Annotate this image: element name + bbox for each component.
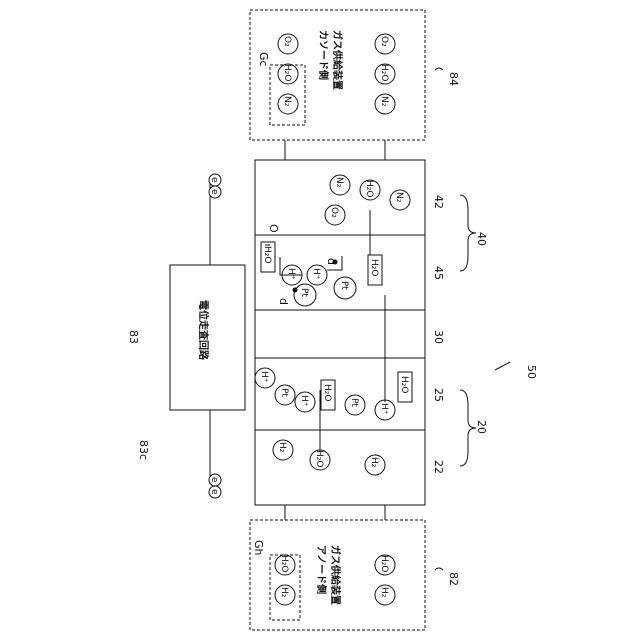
group-40-brace	[460, 195, 476, 271]
electron-top-2: e	[209, 189, 219, 195]
label-d-1: d	[277, 298, 290, 305]
circuit-number: 83	[127, 330, 140, 344]
anode-gas-label: Gh	[252, 540, 265, 556]
exhaust-o2: O₂	[379, 36, 389, 47]
supply-n2: N₂	[282, 96, 292, 107]
layer25-pt-2: Pt	[349, 398, 359, 407]
anode-supply-title-2: ガス供給装置	[329, 545, 342, 605]
cathode-supply-number: 84	[447, 72, 460, 86]
label-o: O	[267, 224, 280, 233]
electron-top-1: e	[209, 177, 219, 183]
layer25-hplus-1: H⁺	[259, 371, 269, 383]
anode-supply-h2o: H₂O	[279, 555, 289, 572]
circuit-title: 電位走査回路	[197, 300, 210, 361]
exhaust-n2: N₂	[379, 96, 389, 107]
system-50-label: 50	[525, 365, 538, 379]
layer25-h2o-2: H₂O	[399, 376, 409, 393]
cathode-gas-label: Gc	[257, 52, 270, 67]
layer25-hplus-2: H⁺	[299, 395, 309, 407]
group-20-brace	[460, 390, 476, 466]
layer22-h2-1: H₂	[277, 442, 287, 453]
layer22-h2-2: H₂	[369, 457, 379, 468]
electron-bottom-1: e	[209, 477, 219, 483]
reaction-site-dot-1	[293, 288, 298, 293]
anode-supply-leader	[435, 568, 443, 570]
cathode-supply-title-1: カソード側	[317, 30, 330, 80]
layer22-h2o: H₂O	[314, 450, 324, 467]
layer-30-label: 30	[432, 330, 445, 344]
anode-exhaust-h2: H₂	[379, 587, 389, 598]
layer-45-label: 45	[432, 266, 445, 280]
group-20-label: 20	[475, 420, 488, 434]
label-d-2: d	[325, 258, 338, 265]
layer42-n2: N₂	[334, 177, 344, 188]
layer25-hplus-3: H⁺	[379, 403, 389, 415]
cathode-supply-title-2: ガス供給装置	[331, 30, 344, 90]
wire-83c-label: 83c	[137, 440, 150, 460]
layer42-n2b: N₂	[394, 192, 404, 203]
anode-exhaust-h2o: H₂O	[379, 555, 389, 572]
layer45-hplus-1: H⁺	[286, 268, 296, 280]
anode-supply-title-1: アノード側	[315, 545, 328, 594]
exhaust-h2o: H₂O	[379, 64, 389, 81]
layer45-pt-2: Pt	[339, 281, 349, 290]
anode-supply-number: 82	[447, 572, 460, 586]
layer-22-label: 22	[432, 460, 445, 474]
group-40-label: 40	[475, 232, 488, 246]
layer25-pt-1: Pt	[279, 388, 289, 397]
layer45-pt-1: Pt	[299, 288, 309, 297]
layer25-h2o-1: H₂O	[322, 384, 332, 401]
layer42-h2o: H₂O	[364, 180, 374, 197]
system-50-arrow	[495, 362, 510, 370]
layer42-o2: O₂	[329, 207, 339, 218]
layer-25-label: 25	[432, 388, 445, 402]
layer45-h2o-2: H₂O	[369, 259, 379, 276]
supply-o2: O₂	[282, 36, 292, 47]
electron-bottom-2: e	[209, 489, 219, 495]
anode-supply-h2: H₂	[279, 587, 289, 598]
supply-h2o: H₂O	[282, 64, 292, 81]
cathode-supply-leader	[435, 68, 443, 70]
layer-42-label: 42	[432, 195, 445, 209]
layer45-hplus-2: H⁺	[311, 268, 321, 280]
layer45-h2o-1: H₂O	[262, 246, 272, 263]
